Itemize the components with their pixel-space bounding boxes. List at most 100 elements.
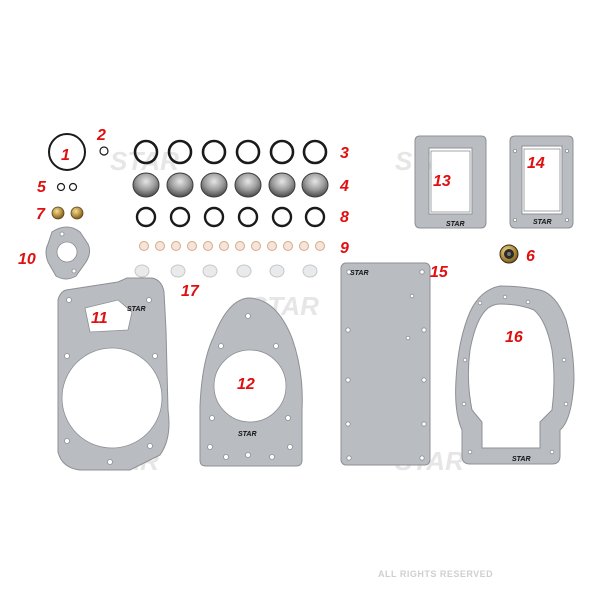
copper-washer (219, 241, 229, 251)
copper-washer (283, 241, 293, 251)
spacer-plug (170, 264, 186, 278)
gasket-part-14 (509, 135, 574, 229)
watermark-star-logo: STAR (110, 146, 179, 176)
frame-gasket (414, 135, 487, 229)
gasket-brand-label: STAR (127, 306, 146, 313)
bolt-hole (269, 454, 275, 460)
copper-washer (267, 241, 277, 251)
bolt-hole (273, 343, 279, 349)
part-number-9: 9 (340, 240, 349, 257)
gasket-part-15 (340, 262, 431, 466)
copper-washer (171, 241, 181, 251)
bolt-hole (59, 231, 65, 237)
spacer-plug (134, 264, 150, 278)
bolt-hole (71, 268, 77, 274)
o-ring (235, 139, 261, 165)
o-ring-tiny (56, 182, 66, 192)
bolt-hole (477, 300, 483, 306)
part-number-2: 2 (96, 127, 106, 144)
copper-washer (235, 241, 245, 251)
part-number-8: 8 (340, 209, 349, 226)
o-ring (269, 139, 295, 165)
gasket-brand-label: STAR (446, 221, 465, 228)
part-number-5: 5 (37, 179, 47, 196)
bolt-hole (409, 293, 415, 299)
bolt-hole (461, 401, 467, 407)
piston-cap (301, 172, 329, 198)
bolt-hole (549, 449, 555, 455)
part-number-7: 7 (36, 206, 46, 223)
piston-cap (200, 172, 228, 198)
bolt-hole (462, 357, 468, 363)
bolt-hole (565, 217, 570, 222)
spacer-plug (202, 264, 218, 278)
o-ring (304, 206, 326, 228)
bolt-hole (513, 148, 518, 153)
gasket-hole (56, 241, 78, 263)
gasket-brand-label: STAR (533, 219, 552, 226)
copper-washer (155, 241, 165, 251)
copyright-notice: ALL RIGHTS RESERVED (378, 569, 493, 579)
o-ring (169, 206, 191, 228)
gasket-window (523, 148, 561, 212)
bolt-hole (207, 444, 213, 450)
cover-gasket (340, 262, 431, 466)
spacer-plug (269, 264, 285, 278)
spacer-plug (236, 264, 252, 278)
bolt-hole (525, 299, 531, 305)
gasket-bore (61, 347, 163, 449)
bolt-hole (287, 444, 293, 450)
bolt-hole (421, 421, 427, 427)
part-number-10: 10 (18, 251, 36, 268)
bolt-hole (223, 454, 229, 460)
bolt-hole (467, 449, 473, 455)
copper-washer-row (139, 241, 325, 251)
part-number-15: 15 (430, 264, 449, 281)
gasket-window (430, 150, 471, 213)
spacer-plug-row (134, 264, 318, 278)
bolt-hole (419, 269, 425, 275)
o-ring (203, 206, 225, 228)
gasket-port (84, 299, 133, 333)
bolt-hole (419, 455, 425, 461)
brass-plug (51, 206, 65, 220)
part-number-13: 13 (433, 173, 451, 190)
piston-cap (166, 172, 194, 198)
spacer-plug (302, 264, 318, 278)
bolt-hole (513, 217, 518, 222)
copper-washer (299, 241, 309, 251)
gasket-bore (213, 349, 287, 423)
part-number-16: 16 (505, 329, 523, 346)
copper-washer (139, 241, 149, 251)
bolt-hole (421, 327, 427, 333)
o-ring-large (48, 133, 86, 171)
copper-washer (203, 241, 213, 251)
o-ring (201, 139, 227, 165)
o-ring-tiny (99, 146, 109, 156)
piston-cap (132, 172, 160, 198)
bolt-hole (561, 357, 567, 363)
bolt-hole (563, 401, 569, 407)
bolt-hole (285, 415, 291, 421)
o-ring-row (135, 206, 326, 228)
o-ring (302, 139, 328, 165)
part-number-11: 11 (91, 310, 108, 327)
bolt-hole (405, 335, 411, 341)
bolt-hole (502, 294, 508, 300)
o-ring (237, 206, 259, 228)
brass-plug (70, 206, 84, 220)
gasket-part-10 (45, 226, 91, 280)
seal-bore (507, 252, 511, 256)
o-ring (271, 206, 293, 228)
bolt-hole (346, 269, 352, 275)
part-number-6: 6 (526, 248, 535, 265)
copper-washer (315, 241, 325, 251)
bolt-hole (209, 415, 215, 421)
shaft-seal (499, 244, 519, 264)
bolt-hole (346, 455, 352, 461)
bolt-hole (345, 327, 351, 333)
gasket-part-16 (455, 285, 575, 465)
o-ring (167, 139, 193, 165)
bolt-hole (64, 438, 70, 444)
bolt-hole (218, 343, 224, 349)
